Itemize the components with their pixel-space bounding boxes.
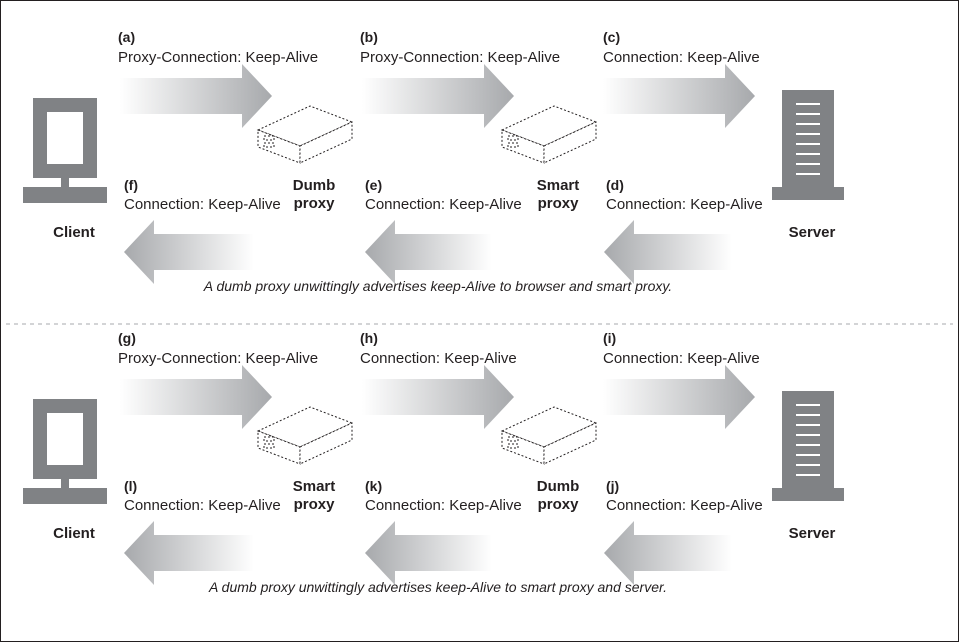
proxy-label: proxy bbox=[538, 195, 580, 212]
proxy-box-icon bbox=[500, 406, 598, 465]
message-tag: (l) bbox=[124, 478, 137, 494]
response-header-label: Connection: Keep-Alive bbox=[124, 497, 281, 514]
backward-arrow bbox=[124, 220, 254, 284]
message-tag: (d) bbox=[606, 177, 624, 193]
request-header-label: Connection: Keep-Alive bbox=[603, 350, 760, 367]
panel-bottom: (g) Proxy-Connection: Keep-Alive (h) Connec… bbox=[23, 330, 844, 595]
proxy-label: proxy bbox=[294, 496, 336, 513]
proxy-label: proxy bbox=[294, 195, 336, 212]
forward-arrow bbox=[120, 365, 272, 429]
proxy-label: Smart bbox=[537, 177, 580, 194]
request-header-label: Proxy-Connection: Keep-Alive bbox=[118, 350, 318, 367]
backward-arrow bbox=[604, 220, 732, 284]
message-tag: (c) bbox=[603, 29, 620, 45]
forward-arrow bbox=[362, 64, 514, 128]
forward-arrow bbox=[603, 365, 755, 429]
forward-arrow bbox=[120, 64, 272, 128]
server-label: Server bbox=[789, 525, 836, 542]
message-tag: (b) bbox=[360, 29, 378, 45]
response-header-label: Connection: Keep-Alive bbox=[365, 497, 522, 514]
panel-caption: A dumb proxy unwittingly advertises keep… bbox=[203, 278, 672, 294]
response-header-label: Connection: Keep-Alive bbox=[606, 497, 763, 514]
client-label: Client bbox=[53, 525, 95, 542]
forward-arrow bbox=[603, 64, 755, 128]
request-header-label: Proxy-Connection: Keep-Alive bbox=[118, 49, 318, 66]
proxy-label: Smart bbox=[293, 478, 336, 495]
backward-arrow bbox=[365, 521, 492, 585]
response-header-label: Connection: Keep-Alive bbox=[606, 196, 763, 213]
message-tag: (k) bbox=[365, 478, 382, 494]
computer-icon bbox=[23, 98, 107, 203]
request-header-label: Connection: Keep-Alive bbox=[360, 350, 517, 367]
server-label: Server bbox=[789, 224, 836, 241]
message-tag: (g) bbox=[118, 330, 136, 346]
message-tag: (h) bbox=[360, 330, 378, 346]
request-header-label: Connection: Keep-Alive bbox=[603, 49, 760, 66]
message-tag: (a) bbox=[118, 29, 135, 45]
backward-arrow bbox=[124, 521, 254, 585]
panel-top: (a) Proxy-Connection: Keep-Alive (b) Proxy-… bbox=[23, 29, 844, 294]
panel-caption: A dumb proxy unwittingly advertises keep… bbox=[208, 579, 667, 595]
proxy-box-icon bbox=[500, 105, 598, 164]
proxy-label: Dumb bbox=[293, 177, 336, 194]
proxy-box-icon bbox=[256, 105, 354, 164]
backward-arrow bbox=[365, 220, 492, 284]
server-icon bbox=[772, 391, 844, 501]
response-header-label: Connection: Keep-Alive bbox=[124, 196, 281, 213]
proxy-box-icon bbox=[256, 406, 354, 465]
message-tag: (j) bbox=[606, 478, 619, 494]
forward-arrow bbox=[362, 365, 514, 429]
client-label: Client bbox=[53, 224, 95, 241]
proxy-label: Dumb bbox=[537, 478, 580, 495]
backward-arrow bbox=[604, 521, 732, 585]
proxy-label: proxy bbox=[538, 496, 580, 513]
server-icon bbox=[772, 90, 844, 200]
message-tag: (e) bbox=[365, 177, 382, 193]
request-header-label: Proxy-Connection: Keep-Alive bbox=[360, 49, 560, 66]
message-tag: (f) bbox=[124, 177, 138, 193]
response-header-label: Connection: Keep-Alive bbox=[365, 196, 522, 213]
message-tag: (i) bbox=[603, 330, 616, 346]
computer-icon bbox=[23, 399, 107, 504]
